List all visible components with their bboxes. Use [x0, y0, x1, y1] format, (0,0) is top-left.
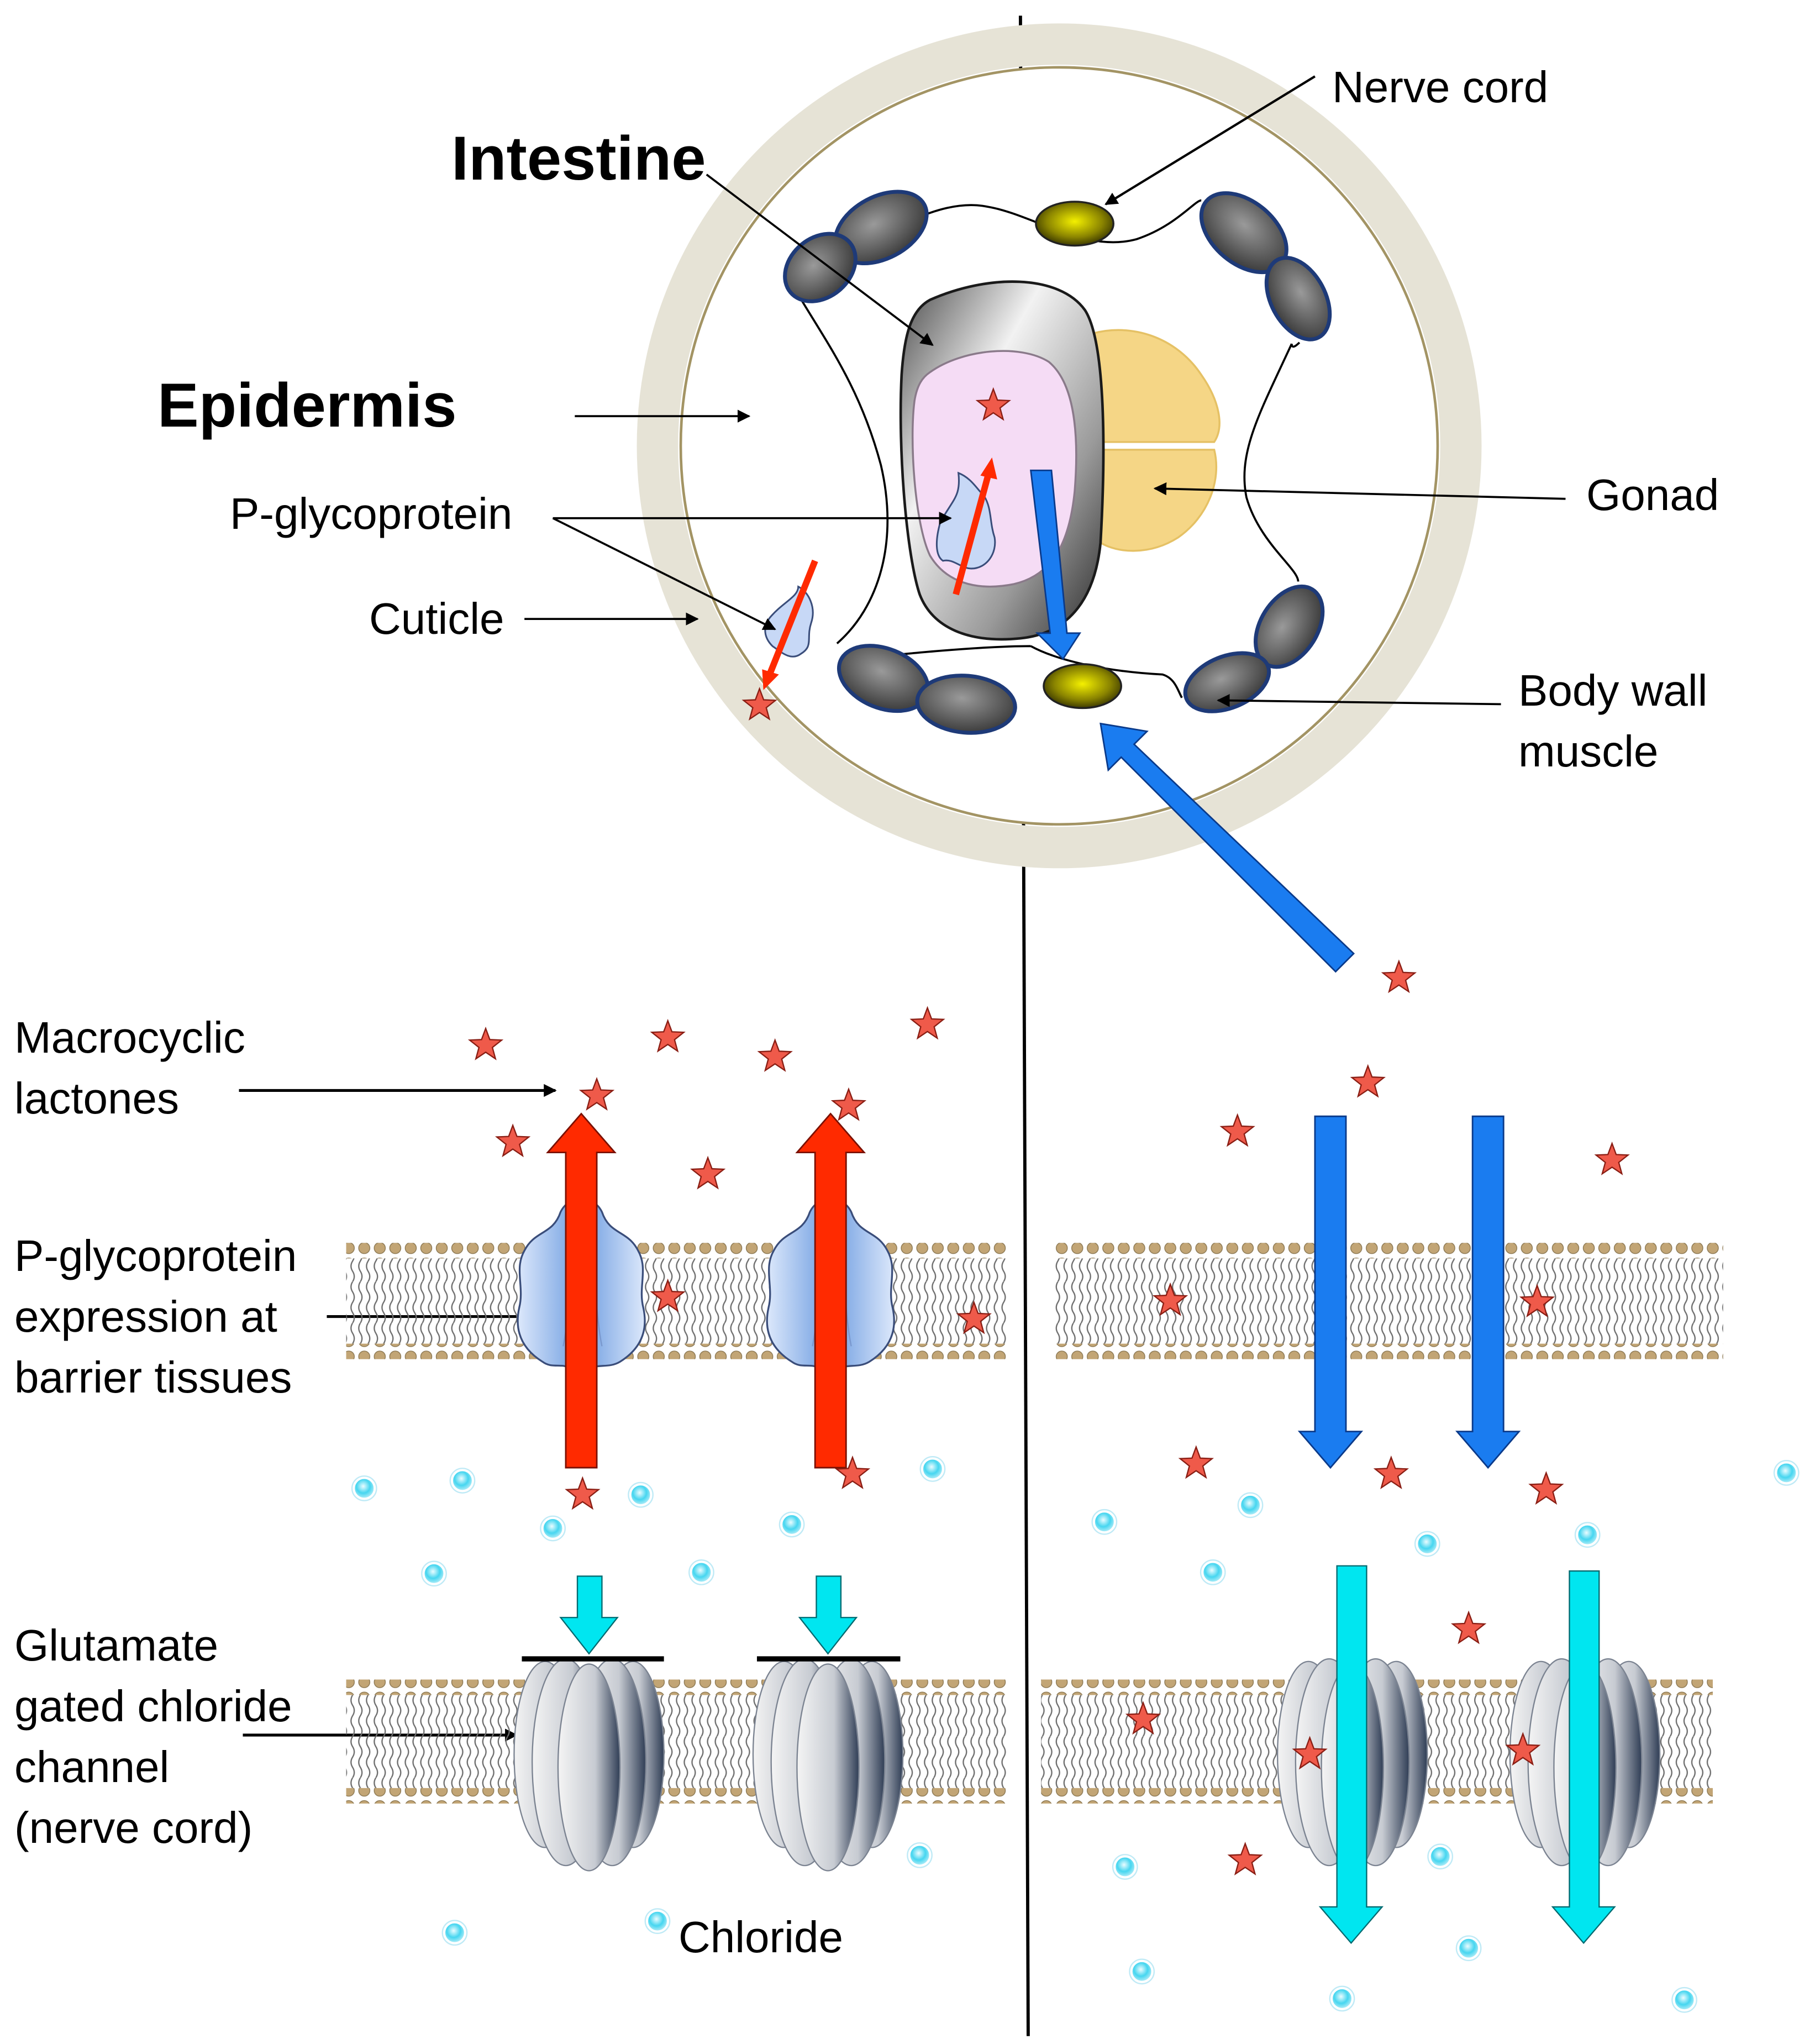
gonad-label: Gonad	[1586, 470, 1719, 519]
dot-icon	[779, 1511, 806, 1538]
pgp-transporter-1	[517, 1112, 646, 1469]
intestinal-p-glycoprotein	[935, 388, 1010, 596]
star-icon	[496, 1124, 530, 1157]
chloride-arrow	[1318, 1565, 1384, 1945]
efflux-arrow	[953, 469, 993, 596]
star-icon	[1595, 1143, 1629, 1175]
dot-icon	[688, 1559, 715, 1586]
chloride-arrow	[798, 1575, 858, 1655]
influx-arrow-1	[1297, 1115, 1364, 1469]
dot-icon	[644, 1907, 671, 1935]
macrocyclic-lactones-label: Macrocyclic lactones	[14, 1013, 245, 1123]
chloride-channel-closed-1	[513, 1575, 665, 1872]
efflux-arrowhead	[980, 457, 997, 480]
dot-icon	[919, 1455, 946, 1483]
dot-icon	[1574, 1521, 1601, 1548]
gonad-leader	[1153, 482, 1566, 500]
ventral-nerve-cord	[1043, 663, 1122, 710]
dot-icon	[627, 1481, 654, 1509]
muscle-quadrant-top-right	[1199, 191, 1332, 341]
dot-icon	[420, 1560, 448, 1587]
star-icon	[911, 1007, 944, 1039]
influx-arrow-intestine	[1030, 469, 1082, 660]
dot-icon	[1128, 1958, 1155, 1985]
chloride-channel-icon	[513, 1658, 665, 1872]
intestine	[899, 280, 1105, 641]
dorsal-nerve-cord	[1035, 201, 1114, 247]
pgp-expression-label: P-glycoprotein expression at barrier tis…	[14, 1231, 297, 1402]
dot-icon	[906, 1842, 933, 1869]
star-icon	[566, 1477, 599, 1509]
glutamate-channel-label: Glutamate gated chloride channel (nerve …	[14, 1621, 292, 1852]
gonad	[1090, 329, 1221, 552]
chloride-arrow	[1551, 1570, 1616, 1945]
chloride-channel-open-2	[1509, 1570, 1661, 1945]
dot-icon	[1427, 1843, 1454, 1870]
chloride-channel-closed-2	[752, 1575, 904, 1872]
epidermis-label: Epidermis	[157, 371, 457, 440]
dot-icon	[1329, 1985, 1355, 2012]
star-icon	[1221, 1114, 1254, 1146]
efflux-arrow	[546, 1112, 617, 1469]
dot-icon	[539, 1515, 566, 1542]
efflux-arrow	[795, 1112, 866, 1469]
dot-icon	[1455, 1935, 1482, 1962]
worm-cross-section	[637, 23, 1482, 973]
dot-icon	[441, 1919, 468, 1946]
star-icon	[1529, 1472, 1563, 1504]
intestine-label: Intestine	[451, 124, 706, 193]
cuticle-p-glycoprotein	[743, 559, 818, 720]
efflux-arrowhead	[762, 669, 779, 690]
chloride-channel-icon	[752, 1658, 904, 1872]
membrane-pgp-right	[1054, 1243, 1723, 1359]
star-icon	[691, 1157, 725, 1189]
dot-icon	[1414, 1531, 1441, 1557]
star-icon	[832, 1088, 866, 1121]
chloride-label: Chloride	[678, 1912, 843, 1962]
intestine-leader	[706, 174, 934, 346]
dot-icon	[1200, 1559, 1227, 1586]
star-icon	[469, 1028, 503, 1060]
muscle-cell	[1264, 255, 1332, 341]
dot-icon	[1773, 1459, 1800, 1486]
star-icon	[651, 1020, 685, 1052]
chloride-channel-open-1	[1276, 1565, 1428, 1945]
dot-icon	[1091, 1509, 1118, 1536]
chloride-arrow	[559, 1575, 619, 1655]
dot-icon	[351, 1475, 378, 1502]
muscle-cell	[915, 674, 1017, 735]
dot-icon	[1237, 1491, 1264, 1518]
star-icon	[1451, 1611, 1486, 1644]
star-icon	[758, 1039, 792, 1071]
cuticle-ring	[637, 23, 1482, 869]
p-glycoprotein-label: P-glycoprotein	[230, 489, 513, 538]
muscle-quadrant-bottom-left	[837, 644, 1017, 735]
influx-arrow-nerve	[1100, 722, 1355, 973]
cuticle-label: Cuticle	[369, 594, 504, 643]
pgp-transporter-2	[766, 1112, 895, 1469]
star-icon	[1351, 1065, 1385, 1097]
star-icon	[1382, 960, 1416, 992]
dot-icon	[1112, 1853, 1139, 1880]
dot-icon	[449, 1467, 476, 1494]
muscle-cell	[1183, 651, 1271, 713]
star-icon	[1374, 1457, 1408, 1489]
dot-icon	[1671, 1987, 1698, 2014]
muscle-quadrant-bottom-right	[1183, 584, 1325, 713]
star-icon	[1228, 1843, 1262, 1875]
membrane-channel-left	[346, 1679, 1008, 1804]
nerve-cord-label: Nerve cord	[1332, 62, 1549, 112]
influx-arrow-2	[1455, 1115, 1521, 1469]
membrane-pgp-left	[346, 1243, 1008, 1359]
pgp-leader-cuticle	[552, 517, 776, 630]
muscle-leader	[1217, 693, 1501, 707]
efflux-arrow	[765, 559, 818, 679]
star-icon	[580, 1078, 614, 1110]
nerve-cord-leader	[1104, 75, 1316, 206]
star-icon	[1179, 1446, 1213, 1478]
body-wall-muscle-label: Body wall muscle	[1518, 666, 1708, 776]
